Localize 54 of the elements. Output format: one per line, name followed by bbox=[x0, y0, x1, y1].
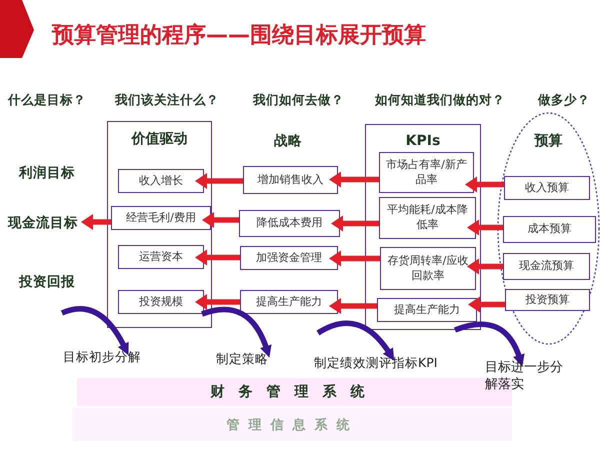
process-box: 投资预算 bbox=[505, 289, 590, 311]
question-text: 我们如何去做？ bbox=[253, 92, 344, 109]
column-heading: KPIs bbox=[404, 133, 442, 149]
column-heading: 价值驱动 bbox=[130, 130, 188, 148]
block-arrow bbox=[195, 250, 240, 266]
step-caption: 制定绩效测评指标KPI bbox=[314, 355, 460, 375]
question-text: 如何知道我们做的对？ bbox=[375, 92, 505, 109]
block-arrow bbox=[329, 298, 377, 314]
block-arrow bbox=[195, 294, 240, 310]
block-arrow bbox=[331, 216, 379, 232]
column-heading: 预算 bbox=[533, 132, 564, 150]
process-box: 经营毛利/费用 bbox=[111, 206, 211, 230]
process-box: 增加销售收入 bbox=[243, 166, 338, 194]
process-box: 成本预算 bbox=[503, 216, 596, 243]
process-box: 降低成本费用 bbox=[239, 210, 340, 237]
process-box: 存货周转率/应收回款率 bbox=[380, 247, 476, 290]
goal-text: 利润目标 bbox=[19, 164, 75, 182]
question-text: 什么是目标？ bbox=[8, 92, 86, 109]
group-panel bbox=[107, 121, 212, 328]
process-box: 收入增长 bbox=[118, 169, 204, 193]
column-heading: 战略 bbox=[274, 132, 302, 150]
block-arrow bbox=[467, 258, 503, 274]
curved-arrow bbox=[201, 306, 272, 358]
step-caption: 目标初步分解 bbox=[63, 349, 149, 367]
question-text: 我们该关注什么？ bbox=[115, 92, 219, 109]
goal-text: 投资回报 bbox=[19, 273, 75, 291]
process-box: 平均能耗/成本降低率 bbox=[379, 197, 476, 239]
goal-text: 现金流目标 bbox=[8, 214, 90, 234]
question-text: 做多少？ bbox=[538, 92, 590, 109]
block-arrow bbox=[467, 220, 503, 236]
step-caption: 制定策略 bbox=[216, 351, 278, 371]
process-box: 收入预算 bbox=[504, 176, 590, 200]
process-box: 现金流预算 bbox=[503, 253, 590, 280]
block-arrow bbox=[202, 212, 239, 228]
block-arrow bbox=[468, 296, 505, 312]
budget-ellipse bbox=[497, 112, 600, 345]
process-box: 运营资本 bbox=[118, 245, 204, 269]
curved-arrow bbox=[316, 320, 394, 361]
curved-arrow bbox=[61, 306, 129, 356]
system-band: 管理信息系统 bbox=[73, 408, 512, 441]
process-box: 提高生产能力 bbox=[377, 298, 477, 322]
group-panel bbox=[365, 124, 481, 330]
block-arrow bbox=[329, 172, 379, 188]
process-box: 市场占有率/新产品率 bbox=[379, 152, 474, 193]
block-arrow bbox=[81, 214, 111, 230]
curved-arrow bbox=[454, 322, 524, 367]
title: 预算管理的程序——围绕目标展开预算 bbox=[52, 22, 426, 50]
block-arrow bbox=[465, 176, 504, 192]
block-arrow bbox=[329, 250, 380, 266]
process-box: 加强资金管理 bbox=[240, 246, 338, 270]
block-arrow bbox=[195, 173, 243, 189]
process-box: 提高生产能力 bbox=[240, 290, 338, 314]
process-box: 投资规模 bbox=[118, 290, 204, 314]
step-caption: 目标进一步分解落实 bbox=[485, 360, 571, 396]
